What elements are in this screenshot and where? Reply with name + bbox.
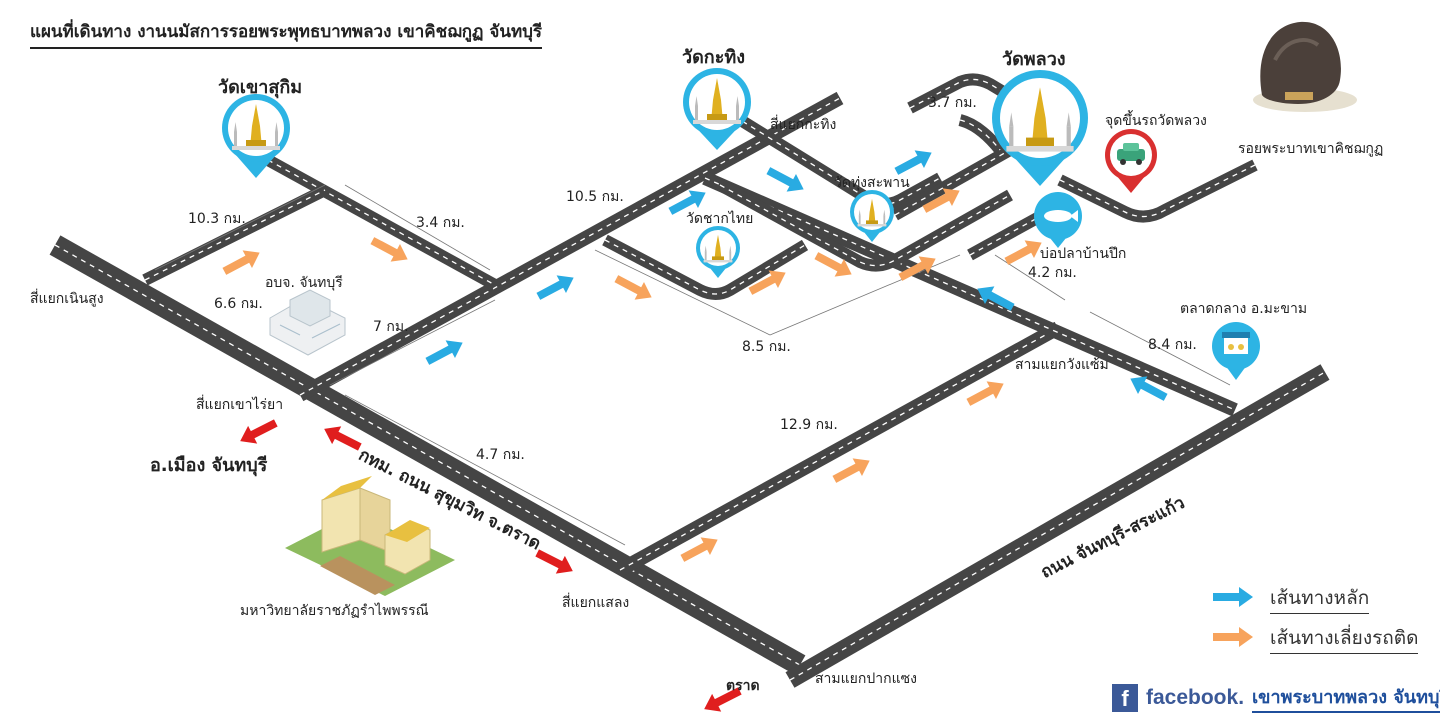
dim-line: [994, 254, 1066, 301]
road-center-line: [909, 78, 1011, 109]
bypass-route-arrow-icon: [611, 269, 657, 307]
junction-khao-rai-ya-label: สี่แยกเขาไร่ยา: [196, 397, 284, 413]
distance-label: 12.9 กม.: [780, 417, 838, 433]
legend-bypass-route-label: เส้นทางเลี่ยงรถติด: [1270, 623, 1419, 654]
wat-khao-sukim-pin-icon[interactable]: [222, 94, 290, 178]
distance-label: 3.4 กม.: [416, 215, 465, 231]
wat-thung-saphan-label: วัดทุ่งสะพาน: [834, 175, 910, 191]
road-center-line: [789, 371, 1326, 681]
road-center-line: [619, 327, 1059, 571]
facebook-wordmark: facebook.: [1146, 685, 1245, 709]
legend-main-route-label: เส้นทางหลัก: [1270, 583, 1370, 614]
wat-phluang-pin-icon[interactable]: [992, 70, 1088, 186]
university-building-icon: [285, 476, 455, 596]
distance-label: 7 กม.: [373, 319, 409, 335]
main-route-arrow-icon: [422, 333, 468, 371]
wat-thung-saphan-pin-icon[interactable]: [850, 190, 894, 242]
to-mueang-arrow-icon: [235, 414, 281, 450]
map-title: แผนที่เดินทาง งานนมัสการรอยพระพุทธบาทพลว…: [30, 18, 543, 49]
wat-krathing-pin-icon[interactable]: [683, 68, 751, 150]
distance-label: 4.7 กม.: [476, 447, 525, 463]
road-center-line: [144, 189, 326, 281]
market-label: ตลาดกลาง อ.มะขาม: [1180, 301, 1308, 317]
road-center-line: [604, 239, 806, 295]
footprint-label: รอยพระบาทเขาคิชฌกูฏ: [1238, 141, 1384, 157]
wat-krathing-label: วัดกะทิง: [682, 47, 746, 68]
provincial-office-label: อบจ. จันทบุรี: [265, 275, 343, 291]
road-center-line: [959, 119, 1001, 151]
road-center-line: [267, 159, 496, 286]
dim-line: [329, 299, 496, 386]
bypass-route-arrow-icon: [219, 243, 265, 281]
distance-label: 10.3 กม.: [188, 211, 246, 227]
footprint-rock-icon: [1253, 21, 1357, 112]
wat-chak-thai-pin-icon[interactable]: [696, 226, 740, 278]
distance-label: 4.2 กม.: [1028, 265, 1077, 281]
junction-saeng-label: สี่แยกแสลง: [562, 595, 630, 611]
provincial-office-building-icon: [269, 289, 346, 356]
facebook-page-name[interactable]: เขาพระบาทพลวง จันทบุรี: [1252, 682, 1440, 713]
wat-khao-sukim-label: วัดเขาสุกิม: [218, 77, 303, 98]
university-label: มหาวิทยาลัยราชภัฏรำไพพรรณี: [240, 603, 429, 619]
road-segment: [1057, 159, 1258, 223]
junction-pak-saeng-label: สามแยกปากแซง: [815, 671, 917, 687]
main-route-arrow-icon: [533, 268, 579, 306]
mueang-label: อ.เมือง จันทบุรี: [150, 455, 268, 476]
road-center-line: [699, 94, 941, 205]
pickup-point-label: จุดขึ้นรถวัดพลวง: [1105, 113, 1207, 129]
dim-line: [1089, 311, 1231, 386]
dim-line: [594, 249, 771, 336]
wat-chak-thai-label: วัดชากไทย: [686, 211, 754, 227]
junction-krathing-label: สี่แยกกะทิง: [770, 117, 837, 133]
road-center-line: [299, 97, 841, 396]
pickup-car-pin-icon[interactable]: [1105, 129, 1157, 193]
legend: เส้นทางหลัก เส้นทางเลี่ยงรถติด: [1210, 578, 1419, 658]
main-route-arrow-icon: [763, 161, 809, 199]
road-center-line: [54, 244, 801, 666]
wat-phluang-label: วัดพลวง: [1002, 49, 1066, 70]
road-center-line: [894, 149, 1011, 216]
road-segment: [717, 179, 1013, 272]
road-center-line: [704, 177, 1236, 411]
distance-label: 3.7 กม.: [928, 95, 977, 111]
to-trat-sukhumvit-arrow-icon: [532, 544, 578, 580]
fish-pond-pin-icon[interactable]: [1034, 192, 1082, 248]
dim-line: [344, 394, 626, 546]
junction-wang-saem-label: สามแยกวังแซ้ม: [1015, 357, 1109, 373]
road-center-line: [1059, 164, 1256, 218]
dim-line: [344, 184, 491, 271]
distance-label: 6.6 กม.: [214, 296, 263, 312]
distance-label: 10.5 กม.: [566, 189, 624, 205]
fish-pond-label: บ่อปลาบ้านปึก: [1040, 246, 1127, 262]
trat-label: ตราด: [726, 678, 760, 694]
dim-line: [154, 184, 326, 271]
facebook-logo-icon: f: [1112, 683, 1138, 712]
market-pin-icon[interactable]: [1212, 322, 1260, 380]
distance-label: 8.4 กม.: [1148, 337, 1197, 353]
junction-noen-sung-label: สี่แยกเนินสูง: [30, 291, 104, 307]
facebook-footer[interactable]: f facebook. เขาพระบาทพลวง จันทบุรี: [1112, 682, 1440, 713]
distance-label: 8.5 กม.: [742, 339, 791, 355]
